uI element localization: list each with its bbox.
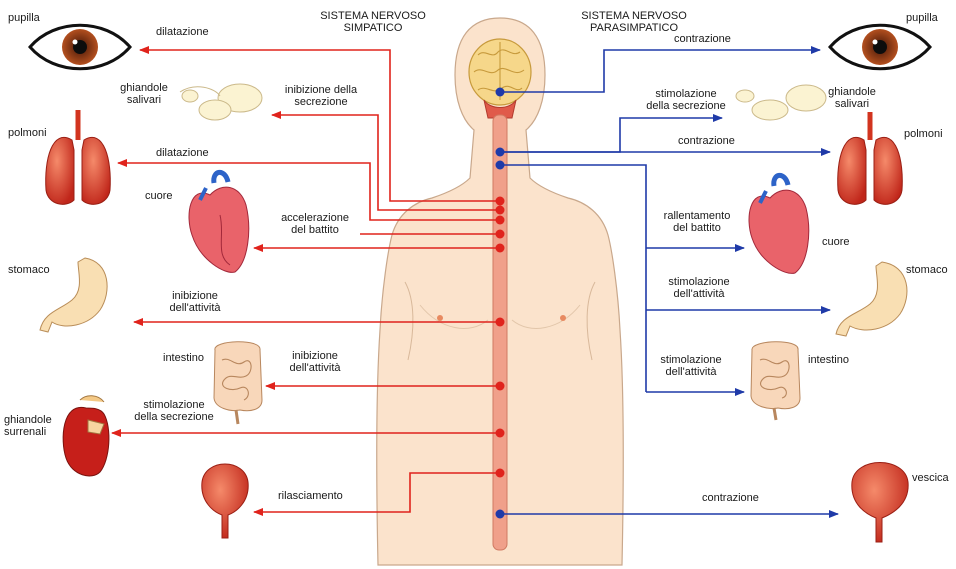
symp-effect-cuore: accelerazione del battito — [272, 212, 358, 236]
intestine-right-icon — [751, 342, 800, 420]
organ-label-intestino-right: intestino — [808, 354, 849, 366]
parasympathetic-header-line1: SISTEMA NERVOSO — [574, 10, 694, 22]
para-node — [496, 88, 505, 97]
organ-label-polmoni-right: polmoni — [904, 128, 943, 140]
symp-effect-stomaco-l2: dell'attività — [160, 302, 230, 314]
sympathetic-header-line2: SIMPATICO — [318, 22, 428, 34]
human-body — [377, 18, 624, 565]
symp-node — [496, 216, 505, 225]
para-node — [496, 148, 505, 157]
symp-effect-surrenali: stimolazione della secrezione — [128, 399, 220, 423]
organ-label-salivari-left-l2: salivari — [114, 94, 174, 106]
organ-label-salivari-right: ghiandole salivari — [822, 86, 882, 110]
symp-effect-intestino: inibizione dell'attività — [280, 350, 350, 374]
organ-label-salivari-left: ghiandole salivari — [114, 82, 174, 106]
para-effect-salivari-l1: stimolazione — [640, 88, 732, 100]
nipple-left — [437, 315, 443, 321]
salivary-glands-left-icon — [180, 84, 262, 120]
para-effect-stomaco: stimolazione dell'attività — [664, 276, 734, 300]
symp-node — [496, 469, 505, 478]
para-effect-salivari: stimolazione della secrezione — [640, 88, 732, 112]
organ-label-surrenali-left-l2: surrenali — [4, 426, 52, 438]
salivary-glands-right-icon — [736, 85, 826, 120]
lungs-right-icon — [838, 112, 903, 204]
symp-node — [496, 197, 505, 206]
symp-effect-intestino-l1: inibizione — [280, 350, 350, 362]
para-effect-cuore: rallentamento del battito — [654, 210, 740, 234]
sympathetic-header-line1: SISTEMA NERVOSO — [318, 10, 428, 22]
intestine-left-icon — [214, 342, 262, 424]
sympathetic-header: SISTEMA NERVOSO SIMPATICO — [318, 10, 428, 34]
nipple-right — [560, 315, 566, 321]
symp-node — [496, 429, 505, 438]
para-effect-vescica: contrazione — [702, 492, 759, 504]
parasympathetic-header: SISTEMA NERVOSO PARASIMPATICO — [574, 10, 694, 34]
symp-node — [496, 382, 505, 391]
stomach-left-icon — [40, 258, 107, 332]
organ-label-cuore-left: cuore — [145, 190, 173, 202]
organ-label-polmoni-left: polmoni — [8, 127, 47, 139]
eye-left-icon — [30, 25, 130, 69]
para-node — [496, 161, 505, 170]
symp-effect-salivari: inibizione della secrezione — [275, 84, 367, 108]
organ-label-surrenali-left-l1: ghiandole — [4, 414, 52, 426]
symp-effect-vescica: rilasciamento — [278, 490, 343, 502]
para-effect-cuore-l2: del battito — [654, 222, 740, 234]
para-line-pupilla — [500, 50, 820, 92]
spinal-cord — [493, 115, 507, 550]
symp-node — [496, 206, 505, 215]
para-effect-pupilla: contrazione — [674, 33, 731, 45]
symp-node — [496, 230, 505, 239]
para-effect-stomaco-l2: dell'attività — [664, 288, 734, 300]
symp-effect-salivari-l2: secrezione — [275, 96, 367, 108]
symp-effect-polmoni: dilatazione — [156, 147, 209, 159]
adrenal-gland-left-icon — [63, 396, 109, 476]
para-node — [496, 510, 505, 519]
symp-effect-pupilla: dilatazione — [156, 26, 209, 38]
heart-left-icon — [189, 172, 249, 272]
symp-node — [496, 244, 505, 253]
symp-effect-surrenali-l1: stimolazione — [128, 399, 220, 411]
para-effect-polmoni: contrazione — [678, 135, 735, 147]
organ-label-salivari-right-l1: ghiandole — [822, 86, 882, 98]
para-effect-intestino-l2: dell'attività — [656, 366, 726, 378]
symp-effect-cuore-l1: accelerazione — [272, 212, 358, 224]
eye-right-icon — [830, 25, 930, 69]
organ-label-pupilla-right: pupilla — [906, 12, 938, 24]
symp-line-pupilla — [140, 50, 497, 201]
symp-node — [496, 318, 505, 327]
symp-effect-cuore-l2: del battito — [272, 224, 358, 236]
symp-effect-salivari-l1: inibizione della — [275, 84, 367, 96]
organ-label-stomaco-left: stomaco — [8, 264, 50, 276]
para-effect-salivari-l2: della secrezione — [640, 100, 732, 112]
stomach-right-icon — [836, 262, 907, 336]
heart-right-icon — [749, 175, 809, 273]
organ-label-surrenali-left: ghiandole surrenali — [4, 414, 52, 438]
para-effect-stomaco-l1: stimolazione — [664, 276, 734, 288]
lungs-left-icon — [46, 110, 111, 204]
bladder-right-icon — [852, 463, 908, 543]
organ-label-salivari-right-l2: salivari — [822, 98, 882, 110]
bladder-left-icon — [202, 464, 248, 538]
para-effect-intestino-l1: stimolazione — [656, 354, 726, 366]
organ-label-salivari-left-l1: ghiandole — [114, 82, 174, 94]
organ-label-pupilla-left: pupilla — [8, 12, 40, 24]
symp-effect-intestino-l2: dell'attività — [280, 362, 350, 374]
para-effect-intestino: stimolazione dell'attività — [656, 354, 726, 378]
organ-label-intestino-left: intestino — [163, 352, 204, 364]
organ-label-vescica-right: vescica — [912, 472, 949, 484]
organ-label-stomaco-right: stomaco — [906, 264, 948, 276]
symp-effect-surrenali-l2: della secrezione — [128, 411, 220, 423]
para-effect-cuore-l1: rallentamento — [654, 210, 740, 222]
organ-label-cuore-right: cuore — [822, 236, 850, 248]
symp-effect-stomaco-l1: inibizione — [160, 290, 230, 302]
symp-effect-stomaco: inibizione dell'attività — [160, 290, 230, 314]
